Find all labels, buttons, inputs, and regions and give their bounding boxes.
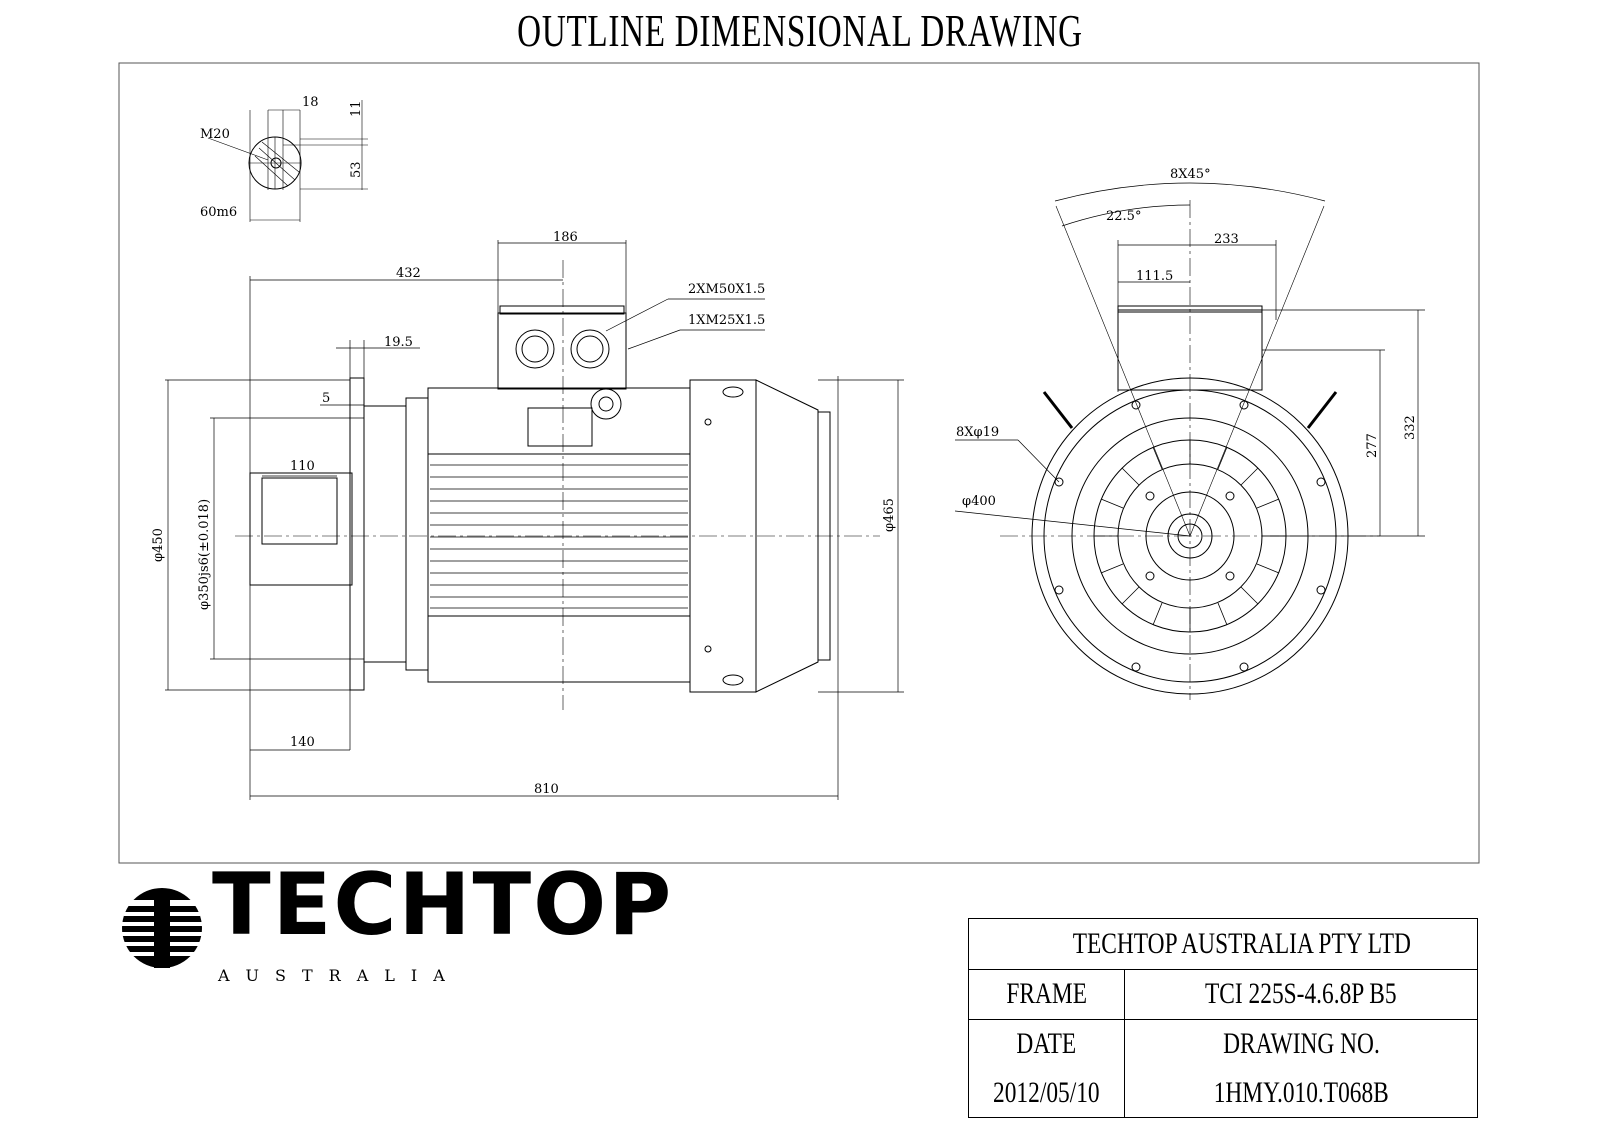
dim-gland-small: 1XM25X1.5 [688,313,765,328]
dim-shaft-dia: 60m6 [200,205,237,220]
dim-bolt-angle: 8X45° [1170,167,1211,182]
dim-spigot-dia: φ350js6(±0.018) [197,499,212,610]
dim-overall-length: 810 [534,782,559,797]
dim-body-dia: φ465 [882,498,897,532]
drawing-title: OUTLINE DIMENSIONAL DRAWING [517,5,1083,56]
drawing-number-value: 1HMY.010.T068B [1213,1076,1389,1109]
dim-shaft-thread: M20 [200,127,230,142]
dim-box-half-width: 233 [1214,232,1239,247]
company-name: TECHTOP AUSTRALIA PTY LTD [1072,927,1411,960]
date-label: DATE [1016,1027,1077,1060]
dim-shaft-length-key: 110 [290,459,315,474]
dim-height-top: 332 [1403,415,1418,440]
techtop-logo-wordmark: TECHTOP [212,855,674,955]
motor-side-view [235,260,880,710]
dim-shaft-height: 53 [349,161,364,178]
date-value: 2012/05/10 [993,1076,1100,1109]
frame-label: FRAME [1006,977,1087,1010]
dim-flange-dia: φ450 [151,528,166,562]
side-view-dimension-lines [165,240,904,800]
dim-half-angle: 22.5° [1106,209,1141,224]
drawing-number-label: DRAWING NO. [1222,1027,1380,1060]
dim-to-terminal-center: 432 [396,266,421,281]
dim-key-width: 18 [302,95,319,110]
dim-pcd: φ400 [962,494,996,509]
dim-key-depth: 11 [349,100,364,117]
title-block: TECHTOP AUSTRALIA PTY LTD FRAME TCI 225S… [968,918,1478,1118]
front-view-dimension-lines [954,182,1425,537]
dim-shaft-length: 140 [290,735,315,750]
shaft-section-view [207,100,368,222]
dim-holes: 8Xφ19 [956,425,999,440]
dim-gland-large: 2XM50X1.5 [688,282,765,297]
techtop-logo-subtitle: AUSTRALIA [218,966,461,985]
dim-spigot: 5 [322,391,330,406]
dim-flange-thickness: 19.5 [384,335,413,350]
dim-box-quarter: 111.5 [1136,269,1173,284]
dim-height-box: 277 [1365,433,1380,458]
frame-value: TCI 225S-4.6.8P B5 [1205,977,1397,1010]
motor-front-view [1000,200,1380,700]
dim-terminal-box-width: 186 [553,230,578,245]
techtop-logo-mark [122,888,202,968]
